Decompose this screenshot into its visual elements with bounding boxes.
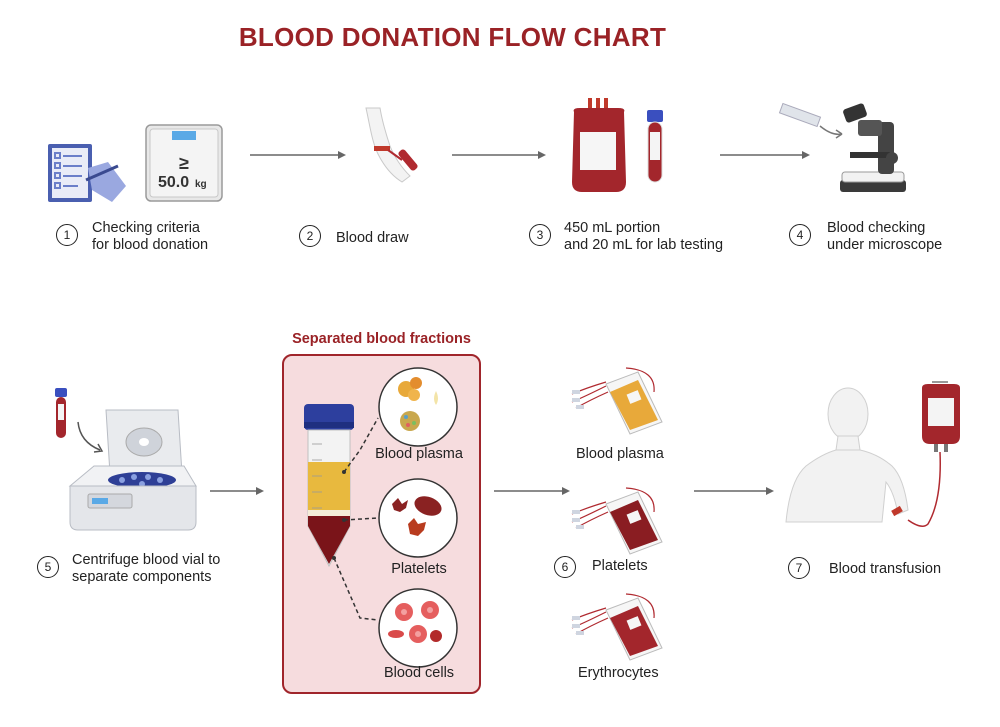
step-6-number: 6 <box>554 556 576 578</box>
step-1-number: 1 <box>56 224 78 246</box>
arrow-6-7 <box>694 487 774 495</box>
platelets-bag-icon <box>571 487 663 555</box>
arrow-5-sep <box>210 487 264 495</box>
step-5-number: 5 <box>37 556 59 578</box>
arrow-2-3 <box>452 151 546 159</box>
step-2-number: 2 <box>299 225 321 247</box>
blood-bag-icon <box>572 98 626 192</box>
step-7-label: Blood transfusion <box>829 561 942 577</box>
scale-value: 50.0 <box>158 174 189 191</box>
arrow-3-4 <box>720 151 810 159</box>
curved-arrow-icon <box>77 421 104 453</box>
step-2-label: Blood draw <box>336 230 409 246</box>
platelets-fraction-icon <box>378 478 458 558</box>
iv-bag-icon <box>907 381 960 527</box>
fraction-cells-label: Blood cells <box>383 665 455 681</box>
centrifuge-icon <box>68 409 197 531</box>
step-4-number: 4 <box>789 224 811 246</box>
tube-icon <box>647 110 663 183</box>
checklist-icon <box>48 144 126 202</box>
page-title: BLOOD DONATION FLOW CHART <box>238 22 667 52</box>
scale-symbol: ≥ <box>179 153 189 173</box>
fraction-plasma-label: Blood plasma <box>375 446 463 462</box>
separated-title: Separated blood fractions <box>292 331 471 347</box>
scale-unit: kg <box>195 179 207 190</box>
fraction-connectors <box>332 417 379 621</box>
erythrocytes-bag-icon <box>571 593 663 661</box>
conical-tube-icon <box>304 404 354 568</box>
plasma-bag-icon <box>571 367 663 435</box>
step-7-number: 7 <box>788 557 810 579</box>
arrow-sep-6 <box>494 487 570 495</box>
fraction-platelets-label: Platelets <box>391 561 447 577</box>
scale-icon: ≥ 50.0 kg <box>145 124 223 202</box>
arrow-1-2 <box>250 151 346 159</box>
step-6-label: Platelets <box>592 558 648 574</box>
bag-erythrocytes-label: Erythrocytes <box>578 665 659 681</box>
blood-cells-fraction-icon <box>378 588 458 668</box>
plasma-fraction-icon <box>378 367 458 447</box>
microscope-icon <box>778 102 906 192</box>
arm-draw-icon <box>365 107 418 183</box>
tube-icon <box>55 388 67 438</box>
patient-icon <box>785 387 909 523</box>
step-3-number: 3 <box>529 224 551 246</box>
bag-plasma-label: Blood plasma <box>576 446 664 462</box>
